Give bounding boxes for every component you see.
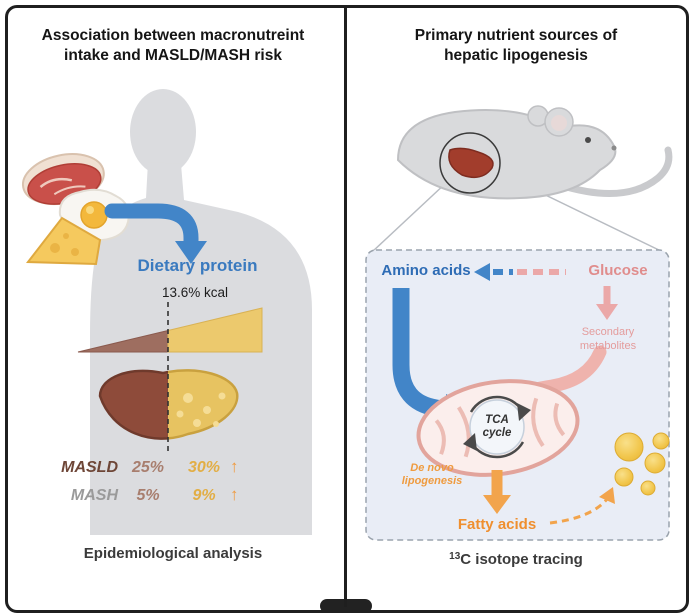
mitochondria-illustration bbox=[416, 379, 580, 477]
glucose-down-arrow bbox=[596, 286, 618, 320]
risk-row-high: 9% bbox=[192, 487, 216, 504]
risk-row-name: MASLD bbox=[61, 459, 118, 476]
risk-row-name: MASH bbox=[70, 487, 118, 504]
tca-line2: cycle bbox=[482, 427, 512, 440]
fattyacids-to-droplets-arrow bbox=[549, 487, 615, 525]
right-panel-title: Primary nutrient sources of hepatic lipo… bbox=[352, 26, 680, 66]
risk-row-low: 25% bbox=[131, 459, 165, 476]
up-arrow-icon: ↑ bbox=[230, 457, 239, 476]
amino-acids-label: Amino acids bbox=[381, 262, 471, 279]
mouse-illustration bbox=[396, 105, 673, 200]
left-title-line1: Association between macronutreint bbox=[41, 27, 305, 44]
fatty-acids-label: Fatty acids bbox=[457, 516, 537, 533]
caption-text: C isotope tracing bbox=[460, 551, 583, 568]
right-panel-caption: 13C isotope tracing bbox=[352, 551, 680, 568]
denovo-line1: De novo bbox=[410, 462, 454, 474]
up-arrow-icon: ↑ bbox=[230, 485, 239, 504]
tca-cycle-arrows bbox=[463, 395, 531, 459]
right-title-line1: Primary nutrient sources of bbox=[414, 27, 618, 44]
secondary-line2: metabolites bbox=[579, 339, 637, 352]
lipid-droplets bbox=[614, 432, 670, 496]
denovo-line2: lipogenesis bbox=[401, 475, 463, 488]
kcal-label: 13.6% kcal bbox=[161, 285, 229, 300]
tca-to-fattyacids-arrow bbox=[483, 470, 511, 514]
secondary-metabolites-label: Secondary metabolites bbox=[548, 326, 668, 354]
right-title-line2: hepatic lipogenesis bbox=[444, 47, 588, 65]
left-panel-caption: Epidemiological analysis bbox=[83, 545, 263, 562]
caption-superscript: 13 bbox=[449, 551, 461, 562]
left-title-line2: intake and MASLD/MASH risk bbox=[64, 47, 282, 65]
intake-arrow bbox=[104, 203, 207, 264]
tca-line1: TCA bbox=[485, 414, 509, 426]
panel-divider bbox=[344, 6, 347, 607]
left-panel-title: Association between macronutreint intake… bbox=[14, 26, 332, 66]
secondary-line1: Secondary bbox=[581, 326, 635, 338]
dietary-protein-label: Dietary protein bbox=[137, 256, 258, 275]
glucose-to-amino-arrow bbox=[474, 263, 566, 281]
glucose-label: Glucose bbox=[588, 262, 648, 279]
risk-row-low: 5% bbox=[136, 487, 160, 504]
de-novo-lipogenesis-label: De novo lipogenesis bbox=[382, 462, 482, 488]
risk-row-high: 30% bbox=[187, 459, 221, 476]
liver-illustration bbox=[98, 369, 239, 440]
tca-cycle-label: TCA cycle bbox=[468, 414, 526, 440]
cheese-icon bbox=[26, 216, 102, 266]
